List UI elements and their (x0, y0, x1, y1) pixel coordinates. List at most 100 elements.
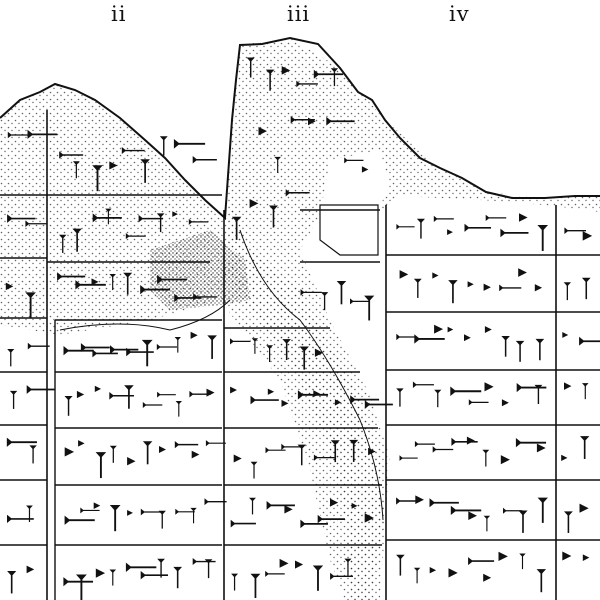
column-rules (46, 110, 557, 600)
cuneiform-sign-icon (206, 388, 215, 397)
cuneiform-sign-icon (515, 340, 526, 363)
cuneiform-sign-icon (483, 573, 492, 582)
cuneiform-sign-icon (582, 554, 590, 561)
cuneiform-sign-icon (124, 561, 158, 573)
cuneiform-sign-icon (191, 557, 217, 566)
cuneiform-sign-icon (536, 224, 549, 252)
cuneiform-sign-icon (481, 449, 490, 468)
cuneiform-sign-icon (159, 135, 169, 157)
cuneiform-sign-icon (6, 570, 18, 595)
cuneiform-sign-icon (157, 510, 167, 530)
cuneiform-sign-icon (468, 398, 490, 406)
cuneiform-sign-icon (563, 510, 574, 534)
cuneiform-sign-icon (109, 445, 118, 464)
cuneiform-sign-icon (395, 223, 416, 231)
cuneiform-sign-icon (500, 455, 510, 465)
cuneiform-sign-icon (206, 334, 218, 360)
cuneiform-sign-icon (284, 505, 293, 514)
cuneiform-sign-icon (534, 284, 543, 292)
cuneiform-sign-icon (363, 294, 376, 322)
cuneiform-sign-icon (142, 440, 154, 466)
cuneiform-sign-icon (416, 218, 426, 240)
cuneiform-sign-icon (127, 457, 136, 466)
cuneiform-sign-icon (536, 443, 546, 453)
cuneiform-sign-icon (191, 155, 218, 165)
cuneiform-sign-icon (295, 560, 304, 569)
cuneiform-sign-icon (398, 454, 419, 462)
cuneiform-sign-icon (433, 389, 442, 408)
column-label-ii: ii (111, 2, 127, 26)
cuneiform-sign-icon (498, 551, 508, 562)
cuneiform-sign-icon (205, 439, 227, 447)
cuneiform-sign-icon (174, 508, 196, 516)
cuneiform-sign-icon (535, 568, 547, 594)
cuneiform-sign-icon (95, 568, 106, 578)
cuneiform-sign-icon (485, 214, 507, 222)
cuneiform-sign-icon (433, 215, 455, 223)
cuneiform-sign-icon (279, 558, 289, 568)
cuneiform-sign-icon (62, 576, 94, 588)
cuneiform-sign-icon (483, 283, 491, 291)
cuneiform-sign-icon (484, 382, 494, 392)
cuneiform-sign-icon (249, 461, 259, 480)
cuneiform-sign-icon (191, 450, 200, 459)
cuneiform-sign-icon (108, 568, 117, 587)
cuneiform-sign-icon (349, 297, 371, 305)
cuneiform-sign-icon (249, 572, 262, 599)
cuneiform-sign-icon (562, 551, 572, 561)
cuneiform-sign-icon (413, 278, 423, 299)
cuneiform-sign-icon (229, 518, 257, 529)
cuneiform-sign-icon (63, 514, 96, 526)
cuneiform-sign-icon (94, 451, 108, 480)
cuneiform-sign-icon (229, 337, 252, 346)
cuneiform-sign-icon (536, 496, 549, 524)
cuneiform-sign-icon (127, 510, 133, 516)
case-rules-col-iii (224, 209, 382, 546)
cuneiform-sign-icon (483, 515, 491, 532)
cuneiform-sign-icon (563, 281, 572, 301)
cuneiform-sign-icon (94, 385, 102, 392)
cuneiform-sign-icon (432, 272, 439, 279)
cuneiform-sign-icon (233, 454, 242, 463)
cuneiform-sign-icon (190, 331, 198, 339)
cuneiform-sign-icon (434, 324, 444, 334)
cuneiform-sign-icon (172, 138, 207, 150)
cuneiform-sign-icon (449, 504, 483, 516)
cuneiform-sign-icon (500, 335, 511, 358)
cuneiform-sign-icon (93, 502, 101, 509)
cuneiform-sign-icon (140, 507, 164, 517)
cuneiform-sign-icon (79, 506, 101, 515)
cuneiform-sign-icon (514, 437, 547, 449)
cuneiform-sign-icon (139, 570, 169, 581)
cuneiform-sign-icon (518, 552, 527, 570)
cuneiform-sign-icon (581, 277, 592, 300)
cuneiform-sign-icon (447, 279, 459, 305)
cuneiform-sign-icon (123, 384, 135, 410)
cuneiform-sign-icon (579, 435, 591, 460)
cuneiform-sign-icon (26, 565, 35, 574)
cuneiform-sign-icon (447, 326, 454, 333)
cuneiform-sign-icon (428, 497, 460, 509)
cuneiform-sign-icon (432, 445, 454, 454)
cuneiform-sign-icon (468, 511, 477, 521)
cuneiform-sign-icon (361, 166, 369, 173)
cuneiform-sign-icon (463, 222, 492, 233)
cuneiform-sign-icon (142, 401, 163, 409)
cuneiform-sign-icon (429, 567, 437, 574)
cuneiform-sign-icon (395, 333, 418, 341)
cuneiform-sign-icon (579, 503, 589, 513)
cuneiform-sign-icon (414, 440, 436, 448)
cuneiform-sign-icon (395, 387, 405, 408)
column-label-iii: iii (287, 2, 311, 26)
cuneiform-sign-icon (518, 268, 527, 277)
cuneiform-sign-icon (25, 384, 56, 395)
cuneiform-sign-icon (63, 395, 74, 417)
cuneiform-sign-icon (335, 280, 348, 306)
cuneiform-sign-icon (564, 382, 572, 390)
cuneiform-sign-icon (64, 447, 75, 457)
cuneiform-sign-icon (464, 334, 471, 342)
cuneiform-sign-icon (412, 380, 435, 389)
cuneiform-sign-icon (76, 390, 85, 399)
